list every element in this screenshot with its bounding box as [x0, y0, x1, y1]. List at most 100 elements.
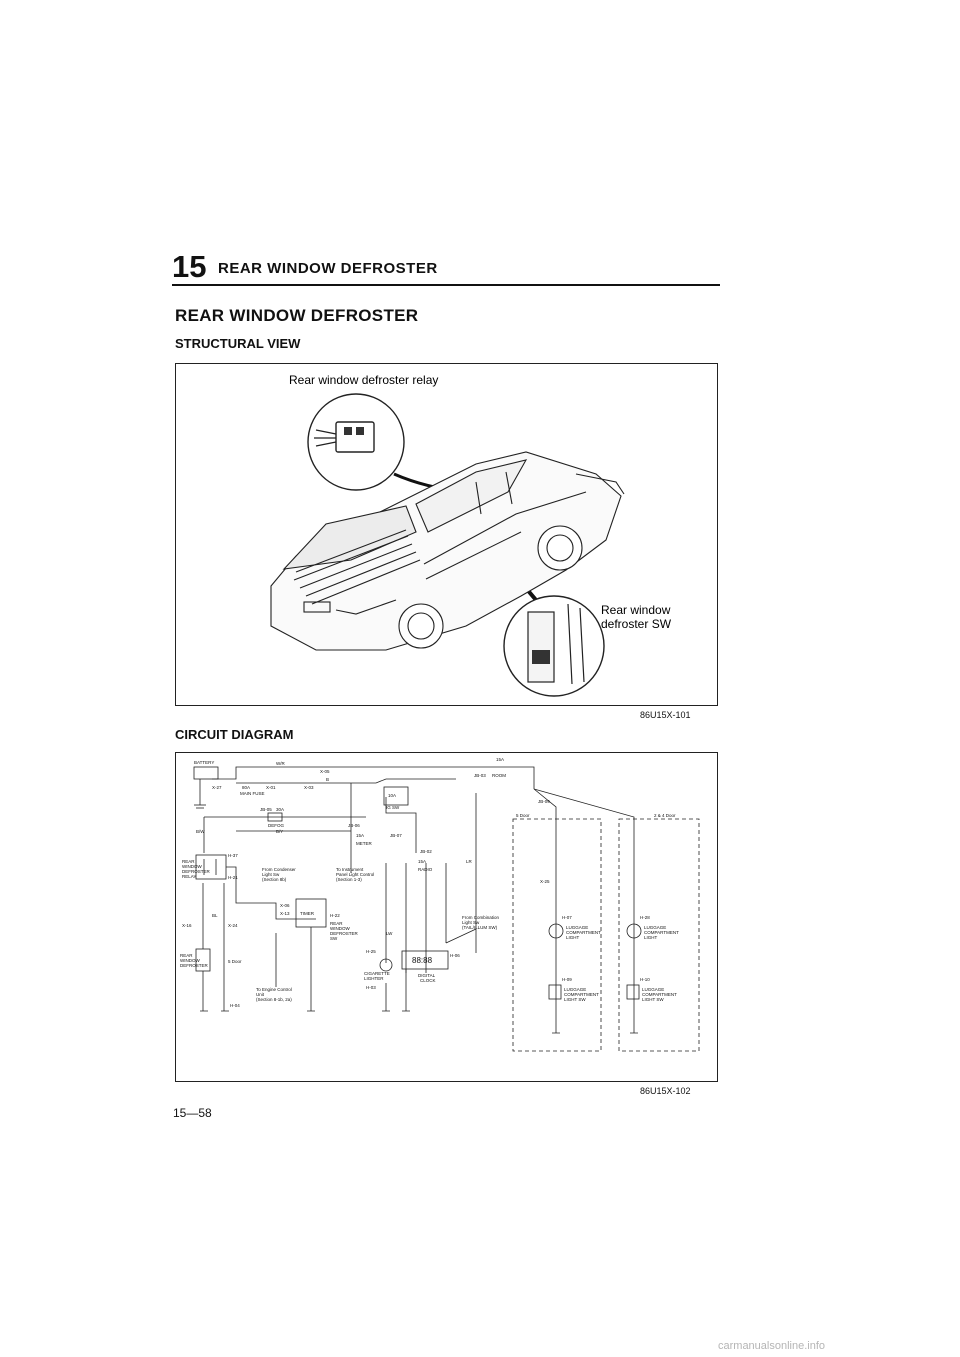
circuit-diagram: BATTERY MAIN FUSE 80A X-27 X-01 X-03 X-0… — [180, 757, 700, 1052]
to-instrument-3: (Section 1-3) — [336, 877, 362, 882]
meter-label: METER — [356, 841, 373, 846]
car-illustration — [270, 451, 625, 651]
timer-label: TIMER — [300, 911, 315, 916]
conn-jb07: JB-07 — [390, 833, 402, 838]
door-24-label: 2 & 4 Door — [654, 813, 676, 818]
main-fuse-rating: 80A — [242, 785, 250, 790]
switch-label-line1: Rear window — [601, 603, 671, 617]
conn-h07: H-07 — [562, 915, 572, 920]
wire-lr: LR — [466, 859, 473, 864]
cigarette-lighter-symbol — [379, 958, 393, 972]
conn-jb03: JB-03 — [474, 773, 486, 778]
wire-by: B/Y — [276, 829, 283, 834]
luggage-light-b3: LIGHT — [644, 935, 658, 940]
header-rule — [172, 284, 720, 286]
switch-label-4: SW — [330, 936, 338, 941]
relay-label: Rear window defroster relay — [289, 373, 438, 387]
clock-digits: 88:88 — [412, 956, 433, 965]
conn-x01: X-01 — [266, 785, 276, 790]
relay-label-2: WINDOW — [182, 864, 202, 869]
digital-label-1: DIGITAL — [418, 973, 436, 978]
structural-figure-code: 86U15X-101 — [640, 710, 691, 720]
conn-x06: X-06 — [280, 903, 290, 908]
conn-jb06: JB-06 — [348, 823, 360, 828]
luggage-sw-1: LUGGAGE — [564, 987, 586, 992]
conn-x27: X-27 — [212, 785, 222, 790]
relay-label-4: RELAY — [182, 874, 196, 879]
fuse-15a-radio: 15A — [418, 859, 426, 864]
conn-h10: H-10 — [640, 977, 650, 982]
digital-label-2: CLOCK — [420, 978, 436, 983]
to-instrument-2: Panel Light Control — [336, 872, 374, 877]
switch-label-line2: defroster SW — [601, 617, 672, 631]
page-number: 15—58 — [173, 1106, 212, 1120]
conn-x25: X-25 — [540, 879, 550, 884]
defroster-label-2: WINDOW — [180, 958, 200, 963]
luggage-sw-b3: LIGHT SW — [642, 997, 664, 1002]
door-5-label-small: 5 Door — [228, 959, 242, 964]
conn-x24: X-24 — [228, 923, 238, 928]
structural-view-illustration: Rear window defroster relay — [270, 373, 672, 697]
conn-h28: H-28 — [640, 915, 650, 920]
conn-x03: X-03 — [304, 785, 314, 790]
wire-wr: W/R — [276, 761, 285, 766]
switch-inset — [503, 595, 605, 697]
switch-label-2: WINDOW — [330, 926, 350, 931]
ig-sw-label: IG SW — [386, 805, 400, 810]
conn-h06: H-06 — [450, 953, 460, 958]
relay-inset — [307, 393, 405, 491]
conn-jb02: JB-02 — [420, 849, 432, 854]
circuit-diagram-figure: BATTERY MAIN FUSE 80A X-27 X-01 X-03 X-0… — [175, 752, 718, 1082]
watermark: carmanualsonline.info — [718, 1340, 826, 1352]
conn-x13: X-13 — [280, 911, 290, 916]
conn-jb05: JB-05 — [260, 807, 272, 812]
defog-label: DEFOG — [268, 823, 285, 828]
conn-x16: X-16 — [182, 923, 192, 928]
from-condenser-3: (Section 8b) — [262, 877, 287, 882]
luggage-light-2: COMPARTMENT — [566, 930, 601, 935]
conn-h21: H-21 — [228, 875, 238, 880]
from-combination-2: Light Sw — [462, 920, 480, 925]
from-combination-3: (TAIL/ILLUM SW) — [462, 925, 498, 930]
luggage-light-b1: LUGGAGE — [644, 925, 666, 930]
room-label: ROOM — [492, 773, 506, 778]
circuit-figure-code: 86U15X-102 — [640, 1086, 691, 1096]
digital-clock-symbol — [401, 950, 449, 970]
conn-h22: H-22 — [330, 913, 340, 918]
wire-lw: LW — [386, 931, 393, 936]
fuse-30a: 30A — [276, 807, 284, 812]
luggage-sw-b-symbol — [626, 984, 640, 1000]
from-condenser-1: From Condenser — [262, 867, 296, 872]
switch-label-3: DEFROSTER — [330, 931, 359, 936]
to-instrument-1: To Instrument — [336, 867, 364, 872]
door-5-label: 5 Door — [516, 813, 530, 818]
luggage-sw-b2: COMPARTMENT — [642, 992, 677, 997]
luggage-sw-3: LIGHT SW — [564, 997, 586, 1002]
fuse-10a: 10A — [388, 793, 396, 798]
battery-symbol — [193, 766, 219, 780]
luggage-light-b2: COMPARTMENT — [644, 930, 679, 935]
to-engine-3: (Section 8-1b, 2a) — [256, 997, 292, 1002]
conn-jb09: JB-09 — [538, 799, 550, 804]
from-condenser-2: Light Sw — [262, 872, 280, 877]
main-fuse-label: MAIN FUSE — [240, 791, 265, 796]
structural-view-figure: Rear window defroster relay — [175, 363, 718, 706]
luggage-light-b-symbol — [626, 923, 642, 939]
conn-h09: H-09 — [562, 977, 572, 982]
luggage-light-a-symbol — [548, 923, 564, 939]
wire-bl: BL — [212, 913, 218, 918]
relay-label-3: DEFROSTER — [182, 869, 211, 874]
conn-x05: X-05 — [320, 769, 330, 774]
wire-b: B — [326, 777, 329, 782]
luggage-sw-2: COMPARTMENT — [564, 992, 599, 997]
relay-label-1: REAR — [182, 859, 195, 864]
section-title: REAR WINDOW DEFROSTER — [218, 260, 438, 277]
defroster-label-1: REAR — [180, 953, 193, 958]
page-title: REAR WINDOW DEFROSTER — [175, 306, 419, 325]
luggage-sw-b1: LUGGAGE — [642, 987, 664, 992]
section-number: 15 — [172, 249, 207, 284]
circuit-wiring — [193, 766, 700, 1052]
section-header: 15 REAR WINDOW DEFROSTER — [172, 250, 720, 288]
luggage-light-3: LIGHT — [566, 935, 580, 940]
cigarette-label-2: LIGHTER — [364, 976, 384, 981]
